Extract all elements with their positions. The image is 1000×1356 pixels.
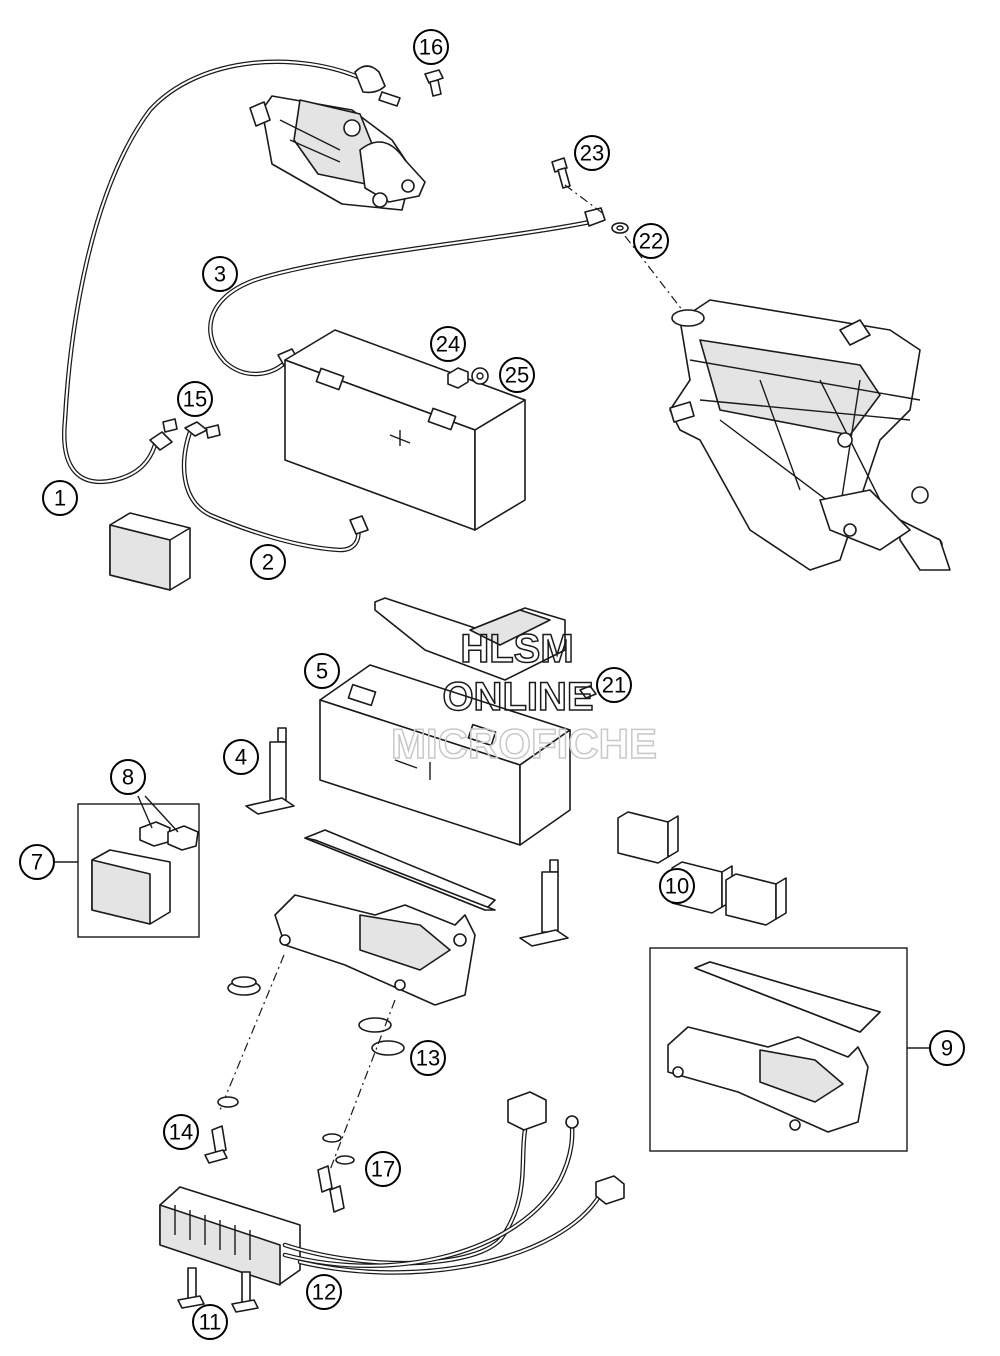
screw-15 — [162, 418, 221, 439]
callout-10: 10 — [659, 868, 695, 904]
svg-text:2: 2 — [262, 550, 274, 575]
battery-5 — [319, 664, 571, 846]
svg-text:24: 24 — [436, 332, 460, 357]
callout-7: 7 — [19, 844, 55, 880]
rubber-dampers-13 — [227, 976, 405, 1056]
watermark-line3: MICROFICHE — [391, 720, 657, 767]
svg-text:3: 3 — [214, 262, 226, 287]
svg-text:23: 23 — [580, 141, 604, 166]
callout-3: 3 — [202, 256, 238, 292]
svg-text:16: 16 — [419, 35, 443, 60]
callout-15: 15 — [177, 381, 213, 417]
svg-text:21: 21 — [602, 673, 626, 698]
callout-24: 24 — [430, 326, 466, 362]
callout-2: 2 — [250, 544, 286, 580]
callout-13: 13 — [410, 1040, 446, 1076]
tray-kit-box-9 — [649, 947, 930, 1152]
fasteners-14-17 — [204, 1096, 355, 1213]
svg-text:9: 9 — [941, 1036, 953, 1061]
callout-25: 25 — [499, 357, 535, 393]
callout-4: 4 — [223, 739, 259, 775]
bolts-11 — [177, 1267, 259, 1313]
battery-tray — [274, 894, 476, 1006]
svg-text:15: 15 — [183, 387, 207, 412]
ground-cable — [208, 207, 606, 377]
watermark-line1: HLSM — [460, 627, 573, 671]
callout-21: 21 — [596, 667, 632, 703]
callout-8: 8 — [110, 759, 146, 795]
svg-text:10: 10 — [665, 874, 689, 899]
svg-text:4: 4 — [235, 745, 247, 770]
wiring-harness — [282, 1091, 625, 1275]
callout-17: 17 — [365, 1151, 401, 1187]
bolt-4 — [245, 727, 295, 815]
callout-11: 11 — [192, 1304, 228, 1340]
nut-25 — [471, 367, 489, 385]
relay-kit-box-7 — [55, 795, 200, 938]
callout-22: 22 — [633, 223, 669, 259]
svg-text:13: 13 — [416, 1046, 440, 1071]
nut-24 — [447, 367, 469, 389]
starter-motor — [249, 95, 426, 211]
svg-text:12: 12 — [312, 1280, 336, 1305]
battery-top — [284, 329, 526, 531]
callout-14: 14 — [163, 1114, 199, 1150]
svg-text:11: 11 — [199, 1310, 222, 1335]
battery-pad — [304, 829, 496, 911]
bolt-right — [519, 859, 569, 947]
svg-text:8: 8 — [122, 765, 134, 790]
battery-holder-strap — [374, 597, 597, 699]
washer-22 — [611, 222, 629, 234]
callout-5: 5 — [304, 653, 340, 689]
svg-text:22: 22 — [639, 229, 663, 254]
svg-text:1: 1 — [54, 486, 66, 511]
relay-top — [109, 512, 191, 591]
svg-text:5: 5 — [316, 659, 328, 684]
starter-cable — [62, 59, 401, 484]
watermark-line2: ONLINE — [442, 675, 593, 719]
watermark: HLSM ONLINE MICROFICHE — [390, 626, 658, 768]
callout-23: 23 — [574, 135, 610, 171]
callout-9: 9 — [929, 1030, 965, 1066]
battery-cable — [181, 421, 369, 553]
svg-text:7: 7 — [31, 850, 43, 875]
relays-10 — [617, 811, 787, 926]
frame — [669, 299, 951, 571]
callout-1: 1 — [42, 480, 78, 516]
svg-text:17: 17 — [371, 1157, 395, 1182]
callout-16: 16 — [413, 29, 449, 65]
regulator-12 — [159, 1186, 301, 1286]
screw-23 — [551, 157, 571, 189]
svg-text:14: 14 — [169, 1120, 193, 1145]
svg-text:25: 25 — [505, 363, 529, 388]
callout-12: 12 — [306, 1274, 342, 1310]
screw-16 — [424, 69, 444, 97]
